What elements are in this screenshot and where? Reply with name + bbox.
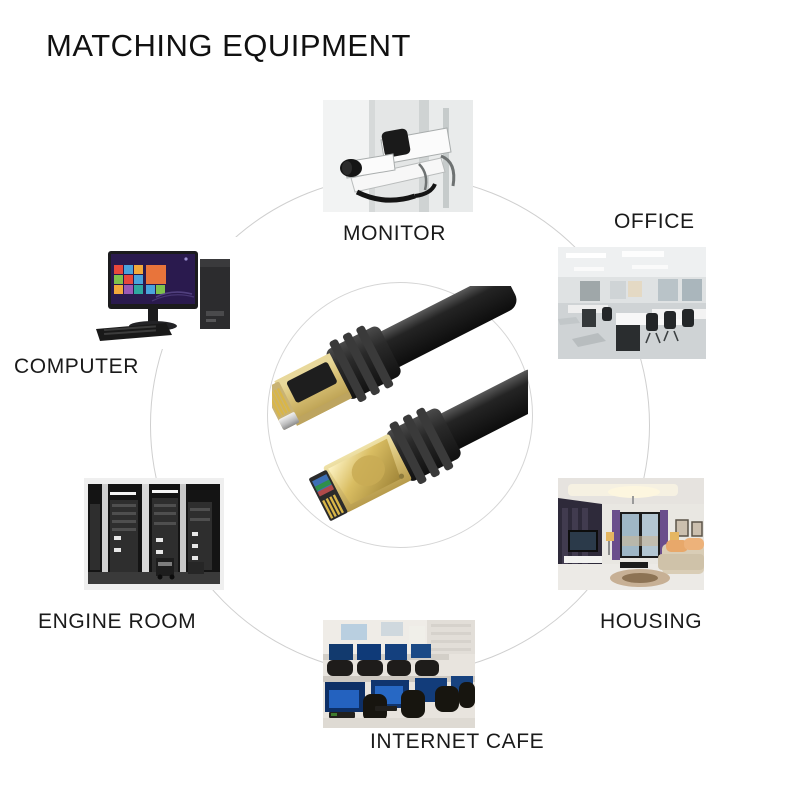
rj45-connectors-illustration [272,286,528,521]
page-title: MATCHING EQUIPMENT [46,28,411,63]
cctv-camera-icon [323,100,473,212]
thumb-housing[interactable] [558,478,704,590]
thumb-office[interactable] [558,247,706,359]
label-office: OFFICE [614,210,695,233]
label-housing: HOUSING [600,610,703,633]
living-room-icon [558,478,704,590]
thumb-engine-room[interactable] [84,478,224,590]
ethernet-cable-image [272,286,528,544]
thumb-internet-cafe[interactable] [323,620,475,728]
internet-cafe-icon [323,620,475,728]
label-engine-room: ENGINE ROOM [38,610,197,633]
inner-ring [267,282,533,548]
label-computer: COMPUTER [14,355,139,378]
open-office-icon [558,247,706,359]
server-room-icon [84,478,224,590]
thumb-monitor[interactable] [323,100,473,212]
label-monitor: MONITOR [343,222,446,245]
thumb-computer[interactable] [96,237,244,349]
label-internet-cafe: INTERNET CAFE [370,730,545,753]
desktop-computer-icon [96,237,244,349]
